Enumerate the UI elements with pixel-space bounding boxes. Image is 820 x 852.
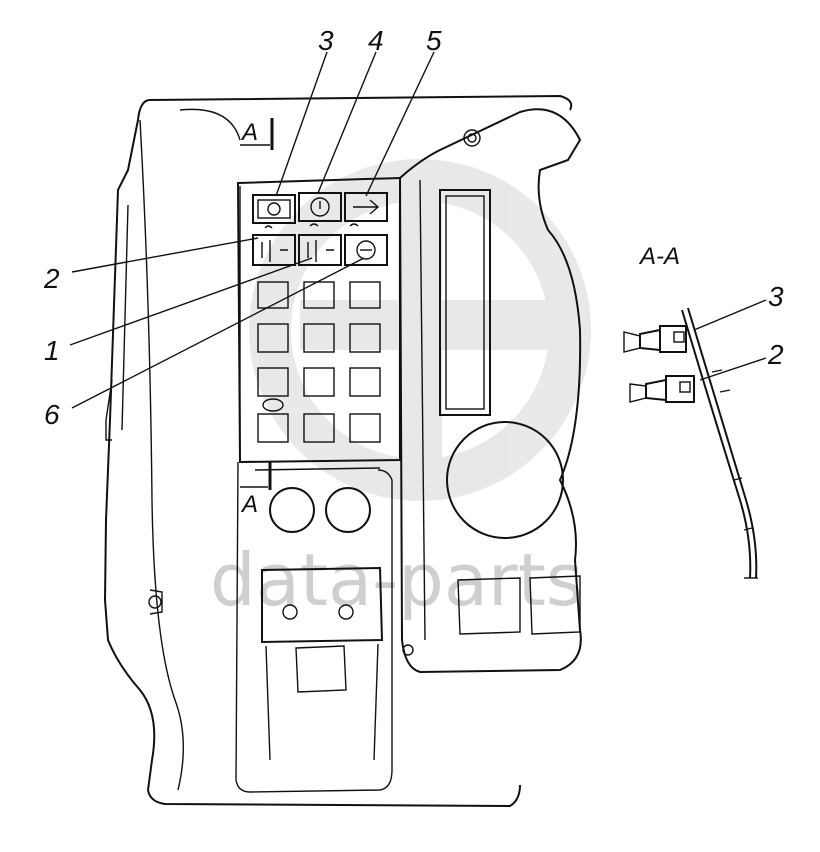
switch-panel (235, 176, 401, 793)
callout-1: 1 (44, 335, 60, 366)
detail-callout-3: 3 (768, 281, 784, 312)
leader-lines (69, 51, 767, 409)
switch-2 (252, 234, 296, 266)
switch-1 (298, 234, 342, 266)
callout-6: 6 (44, 399, 60, 430)
callout-2: 2 (43, 263, 60, 294)
callout-5: 5 (426, 25, 442, 56)
section-mark-bottom: A (240, 491, 258, 518)
switch-6 (344, 234, 388, 266)
callout-3: 3 (318, 25, 334, 56)
right-instrument-cluster (398, 108, 582, 674)
left-body-panel (103, 94, 573, 808)
callout-4: 4 (368, 25, 384, 56)
detail-callout-2: 2 (767, 339, 784, 370)
indicator-lamp-3 (252, 194, 296, 224)
blank-switch-grid (257, 281, 381, 443)
indicator-lamp-5 (344, 192, 388, 222)
section-cut-marks (240, 118, 274, 490)
indicator-lamp-4 (298, 192, 342, 222)
section-view-detail (623, 307, 758, 579)
section-mark-top: A (240, 119, 258, 146)
section-view-title: A-A (638, 243, 680, 270)
watermark-text: data-parts (210, 538, 583, 622)
lower-control-panel (261, 487, 384, 761)
